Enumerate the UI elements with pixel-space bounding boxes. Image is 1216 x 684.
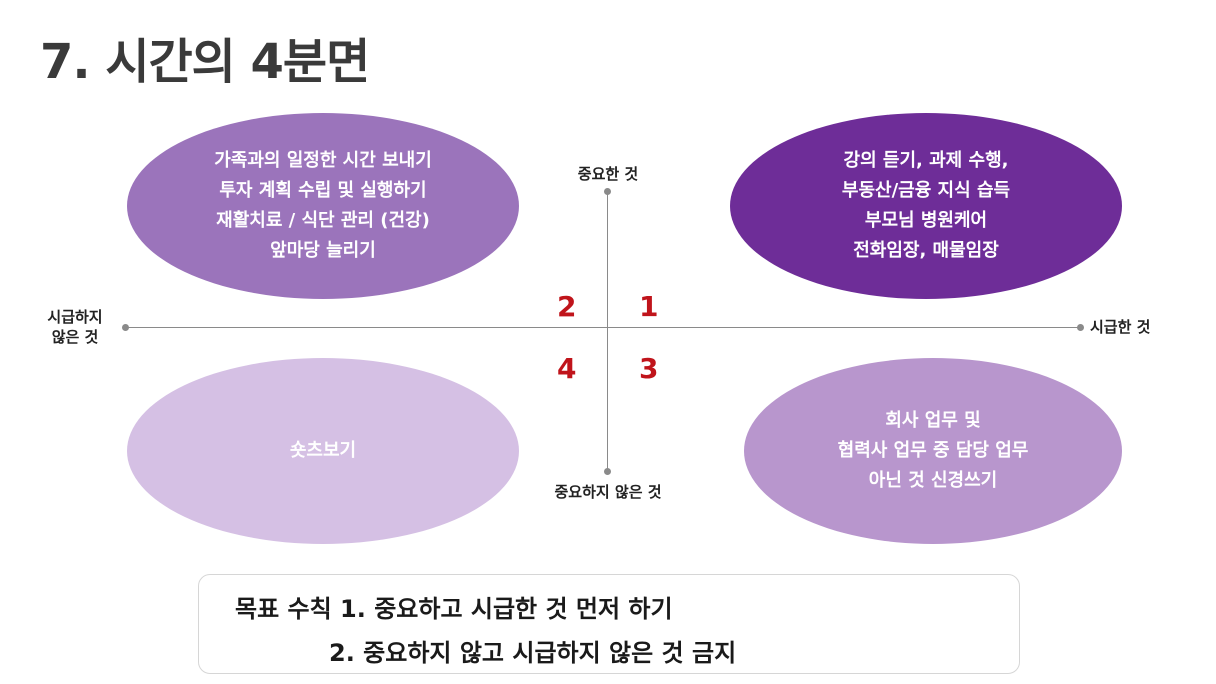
quadrant-1-line: 강의 듣기, 과제 수행, [843, 150, 1009, 171]
goal-rule-1: 목표 수칙 1. 중요하고 시급한 것 먼저 하기 [235, 595, 673, 623]
quadrant-2-ellipse: 가족과의 일정한 시간 보내기 투자 계획 수립 및 실행하기 재활치료 / 식… [127, 113, 519, 299]
quadrant-4-number: 4 [557, 352, 577, 385]
quadrant-1-line: 부모님 병원케어 [864, 210, 988, 231]
quadrant-2-line: 재활치료 / 식단 관리 (건강) [216, 210, 430, 231]
quadrant-4-ellipse: 숏츠보기 [127, 358, 519, 544]
quadrant-3-line: 협력사 업무 중 담당 업무 [837, 440, 1029, 461]
quadrant-3-number: 3 [639, 352, 659, 385]
axis-label-urgent: 시급한 것 [1090, 318, 1151, 336]
horizontal-axis [126, 327, 1081, 328]
axis-top-dot [604, 188, 611, 195]
axis-label-not-urgent: 시급하지 않은 것 [28, 307, 122, 347]
axis-label-important: 중요한 것 [577, 165, 639, 183]
quadrant-3-line: 아닌 것 신경쓰기 [868, 470, 998, 491]
quadrant-2-number: 2 [557, 290, 577, 323]
quadrant-2-line: 투자 계획 수립 및 실행하기 [219, 180, 427, 201]
axis-label-not-important: 중요하지 않은 것 [554, 483, 662, 501]
quadrant-4-line: 숏츠보기 [289, 440, 357, 461]
goal-rules-box: 목표 수칙 1. 중요하고 시급한 것 먼저 하기 2. 중요하지 않고 시급하… [198, 574, 1020, 674]
axis-label-not-urgent-line: 않은 것 [51, 328, 99, 346]
quadrant-3-ellipse: 회사 업무 및 협력사 업무 중 담당 업무 아닌 것 신경쓰기 [744, 358, 1122, 544]
quadrant-2-line: 앞마당 늘리기 [270, 240, 376, 261]
axis-right-dot [1077, 324, 1084, 331]
page-title: 7. 시간의 4분면 [40, 34, 370, 90]
quadrant-1-number: 1 [639, 290, 659, 323]
quadrant-1-ellipse: 강의 듣기, 과제 수행, 부동산/금융 지식 습득 부모님 병원케어 전화임장… [730, 113, 1122, 299]
quadrant-2-line: 가족과의 일정한 시간 보내기 [214, 150, 432, 171]
goal-rule-2: 2. 중요하지 않고 시급하지 않은 것 금지 [329, 639, 737, 667]
axis-left-dot [122, 324, 129, 331]
quadrant-1-line: 부동산/금융 지식 습득 [841, 180, 1011, 201]
quadrant-3-line: 회사 업무 및 [885, 410, 981, 431]
vertical-axis [607, 192, 608, 472]
quadrant-1-line: 전화임장, 매물임장 [853, 240, 999, 261]
axis-bottom-dot [604, 468, 611, 475]
axis-label-not-urgent-line: 시급하지 [47, 308, 103, 326]
